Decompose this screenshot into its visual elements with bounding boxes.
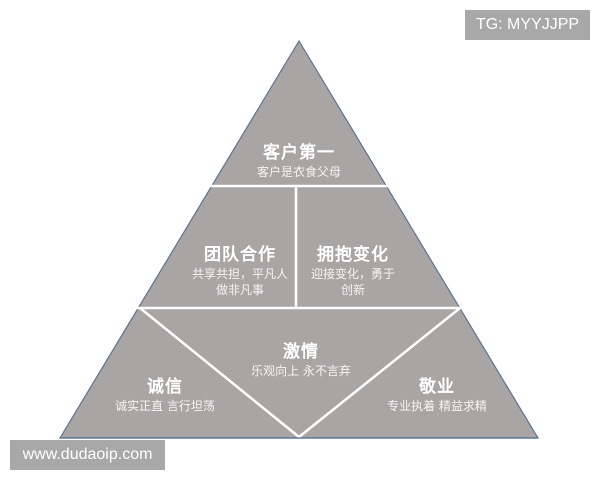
segment-subtitle: 诚实正直 言行坦荡 [115,399,215,413]
inverted-triangle-left-edge [139,307,300,438]
segment-subtitle: 乐观向上 永不言弃 [251,364,351,378]
segment-subtitle: 客户是衣食父母 [256,165,341,179]
segment-subtitle: 专业执着 精益求精 [387,399,487,413]
segment-integrity: 诚信 诚实正直 言行坦荡 [100,376,230,414]
segment-title: 诚信 [147,377,183,397]
segment-title: 团队合作 [204,245,276,265]
segment-subtitle-line1: 共享共担，平凡人 [191,267,288,281]
segment-passion: 激情 乐观向上 永不言弃 [236,341,366,379]
segment-embrace-change: 拥抱变化 迎接变化，勇于 创新 [298,244,408,298]
watermark-bottom-left: www.dudaoip.com [10,440,165,470]
segment-dedication: 敬业 专业执着 精益求精 [372,376,502,414]
inverted-triangle-right-edge [298,307,461,438]
segment-title: 拥抱变化 [317,245,389,265]
segment-subtitle-line1: 迎接变化，勇于 [310,267,395,281]
segment-subtitle-line2: 做非凡事 [215,283,264,297]
segment-teamwork: 团队合作 共享共担，平凡人 做非凡事 [180,244,300,298]
segment-subtitle-line2: 创新 [340,283,365,297]
segment-title: 激情 [283,342,319,362]
watermark-top-right: TG: MYYJJPP [465,10,590,40]
segment-customer-first: 客户第一 客户是衣食父母 [230,142,368,180]
segment-title: 敬业 [419,377,455,397]
segment-title: 客户第一 [263,143,335,163]
